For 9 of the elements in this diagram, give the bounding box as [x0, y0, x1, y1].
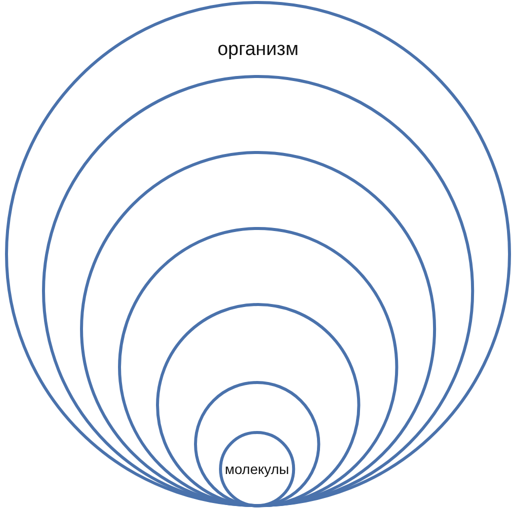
circle	[118, 226, 398, 507]
circle	[194, 380, 320, 507]
circle	[5, 1, 511, 507]
circle	[80, 150, 436, 507]
circle	[42, 74, 474, 507]
circle-label: молекулы	[224, 460, 290, 477]
circle-label: организм	[217, 39, 299, 61]
circle	[218, 430, 296, 507]
circle	[156, 302, 360, 507]
